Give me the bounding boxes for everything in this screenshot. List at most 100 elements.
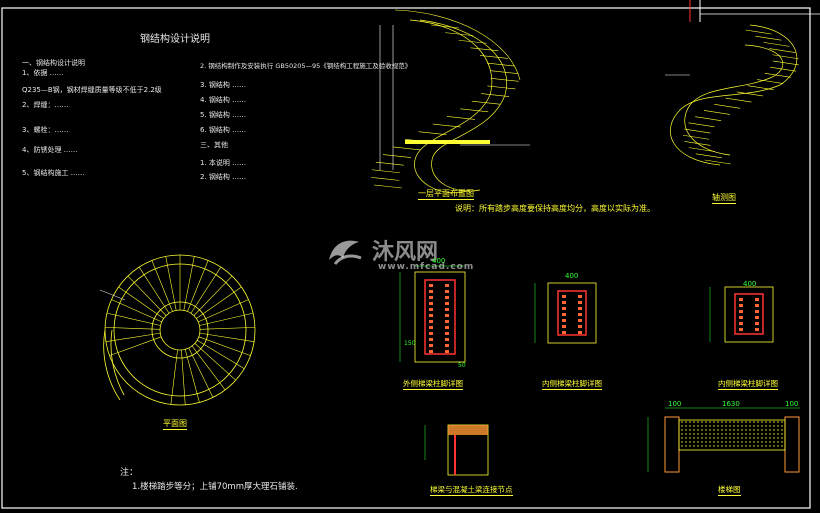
bolt-hole xyxy=(429,314,433,317)
elevation-step-line xyxy=(445,32,474,36)
bolt-hole xyxy=(429,344,433,347)
inner-column2-label: 内侧梯梁柱脚详图 xyxy=(718,379,778,390)
plan-step-line xyxy=(105,327,161,330)
plan-step-line xyxy=(151,260,173,312)
plan-step-line xyxy=(199,312,254,326)
notes-line: 6. 钢结构 …… xyxy=(200,126,247,134)
elevation-step-line xyxy=(371,169,400,174)
bolt-hole xyxy=(739,304,743,307)
notes-title: 钢结构设计说明 xyxy=(140,34,210,45)
perspective-step-line xyxy=(757,79,784,84)
outer-column-foot-detail xyxy=(399,265,466,363)
bolt-hole xyxy=(429,308,433,311)
outer-column-label: 外侧梯梁柱脚详图 xyxy=(403,379,463,390)
bolt-hole xyxy=(755,322,759,325)
inner-column-foot-detail-2 xyxy=(709,286,774,343)
plan-step-line xyxy=(111,299,162,323)
notes-line: 4、防锈处理 …… xyxy=(22,146,78,154)
plan-step-line xyxy=(193,275,233,316)
plan-step-line xyxy=(198,336,251,356)
inner-column-label: 内侧梯梁柱脚详图 xyxy=(542,379,602,390)
perspective-step-line xyxy=(763,42,790,47)
stair-section-detail xyxy=(647,407,800,473)
notes-line: Q235—B钢，钢材焊缝质量等级不低于2.2级 xyxy=(22,86,162,94)
elevation-step-line xyxy=(490,78,519,82)
elevation-step-line xyxy=(481,93,510,97)
notes-line: 2. 钢结构 …… xyxy=(200,173,247,181)
bolt-hole xyxy=(429,326,433,329)
perspective-step-line xyxy=(682,134,710,140)
bolt-hole xyxy=(755,310,759,313)
bolt-hole xyxy=(445,290,449,293)
perspective-step-line xyxy=(684,128,711,134)
elevation-step-line xyxy=(373,184,402,189)
perspective-step-line xyxy=(684,141,711,146)
perspective-step-line xyxy=(772,60,799,66)
bolt-hole xyxy=(739,298,743,301)
notes-line: 三、其他 xyxy=(200,141,228,149)
perspective-step-line xyxy=(764,73,791,78)
bolt-hole xyxy=(562,313,566,316)
bolt-hole xyxy=(739,310,743,313)
notes-line: 2、焊缝：…… xyxy=(22,101,69,109)
notes-line: 2. 钢结构制作及安装执行 GB50205—95《钢结构工程施工及验收规范》 xyxy=(200,62,412,70)
plan-step-line xyxy=(188,347,214,398)
perspective-step-line xyxy=(695,153,722,159)
bolt-hole xyxy=(739,316,743,319)
bolt-hole xyxy=(562,307,566,310)
bolt-hole xyxy=(445,296,449,299)
dimension-text: 100 xyxy=(668,400,682,408)
elevation-step-line xyxy=(490,70,519,75)
section-label: 楼梯图 xyxy=(718,485,741,496)
bolt-hole xyxy=(755,328,759,331)
dimension-text: 50 xyxy=(458,362,466,369)
plan-step-line xyxy=(199,327,255,330)
watermark-url: www.mfcad.com xyxy=(378,262,475,272)
plan-step-line xyxy=(183,256,195,311)
bolt-hole xyxy=(429,296,433,299)
elevation-step-line xyxy=(480,55,509,59)
plan-step-line xyxy=(109,336,162,356)
notes-line: 1. 本说明 …… xyxy=(200,159,247,167)
perspective-step-line xyxy=(770,66,797,72)
plan-label: 平面图 xyxy=(163,419,187,430)
bolt-hole xyxy=(578,319,582,322)
elevation-step-line xyxy=(392,146,421,151)
bolt-hole xyxy=(578,295,582,298)
plan-step-line xyxy=(138,266,170,314)
notes-line: 3、螺栓：…… xyxy=(22,126,69,134)
plan-step-line xyxy=(190,266,222,314)
drawing-frame xyxy=(1,7,811,509)
dimension-text: 400 xyxy=(432,257,446,265)
plan-step-line xyxy=(191,345,226,391)
elevation-label: 一层平面布置图 xyxy=(418,189,474,200)
bolt-hole xyxy=(445,332,449,335)
bolt-hole xyxy=(562,331,566,334)
bolt-hole xyxy=(429,332,433,335)
bolt-hole xyxy=(739,322,743,325)
bolt-hole xyxy=(445,344,449,347)
plan-step-line xyxy=(170,349,178,405)
bolt-hole xyxy=(445,320,449,323)
bolt-hole xyxy=(562,301,566,304)
plan-step-line xyxy=(105,332,161,343)
elevation-step-line xyxy=(430,24,460,29)
plan-step-line xyxy=(198,299,249,323)
bolt-hole xyxy=(445,350,449,353)
elevation-step-line xyxy=(470,47,499,52)
notes-line: 一、钢结构设计说明 xyxy=(22,59,85,67)
perspective-step-line xyxy=(755,35,782,41)
bolt-hole xyxy=(562,325,566,328)
perspective-step-line xyxy=(695,116,722,121)
perspective-step-line xyxy=(688,122,715,128)
perspective-step-line xyxy=(704,159,731,165)
elevation-step-line xyxy=(446,116,475,120)
notes-line: 5、钢结构施工 …… xyxy=(22,169,85,177)
spiral-perspective xyxy=(665,24,799,166)
bolt-hole xyxy=(562,295,566,298)
bolt-hole xyxy=(578,301,582,304)
bolt-hole xyxy=(445,284,449,287)
footer-note-title: 注： xyxy=(120,468,139,478)
bolt-hole xyxy=(578,325,582,328)
